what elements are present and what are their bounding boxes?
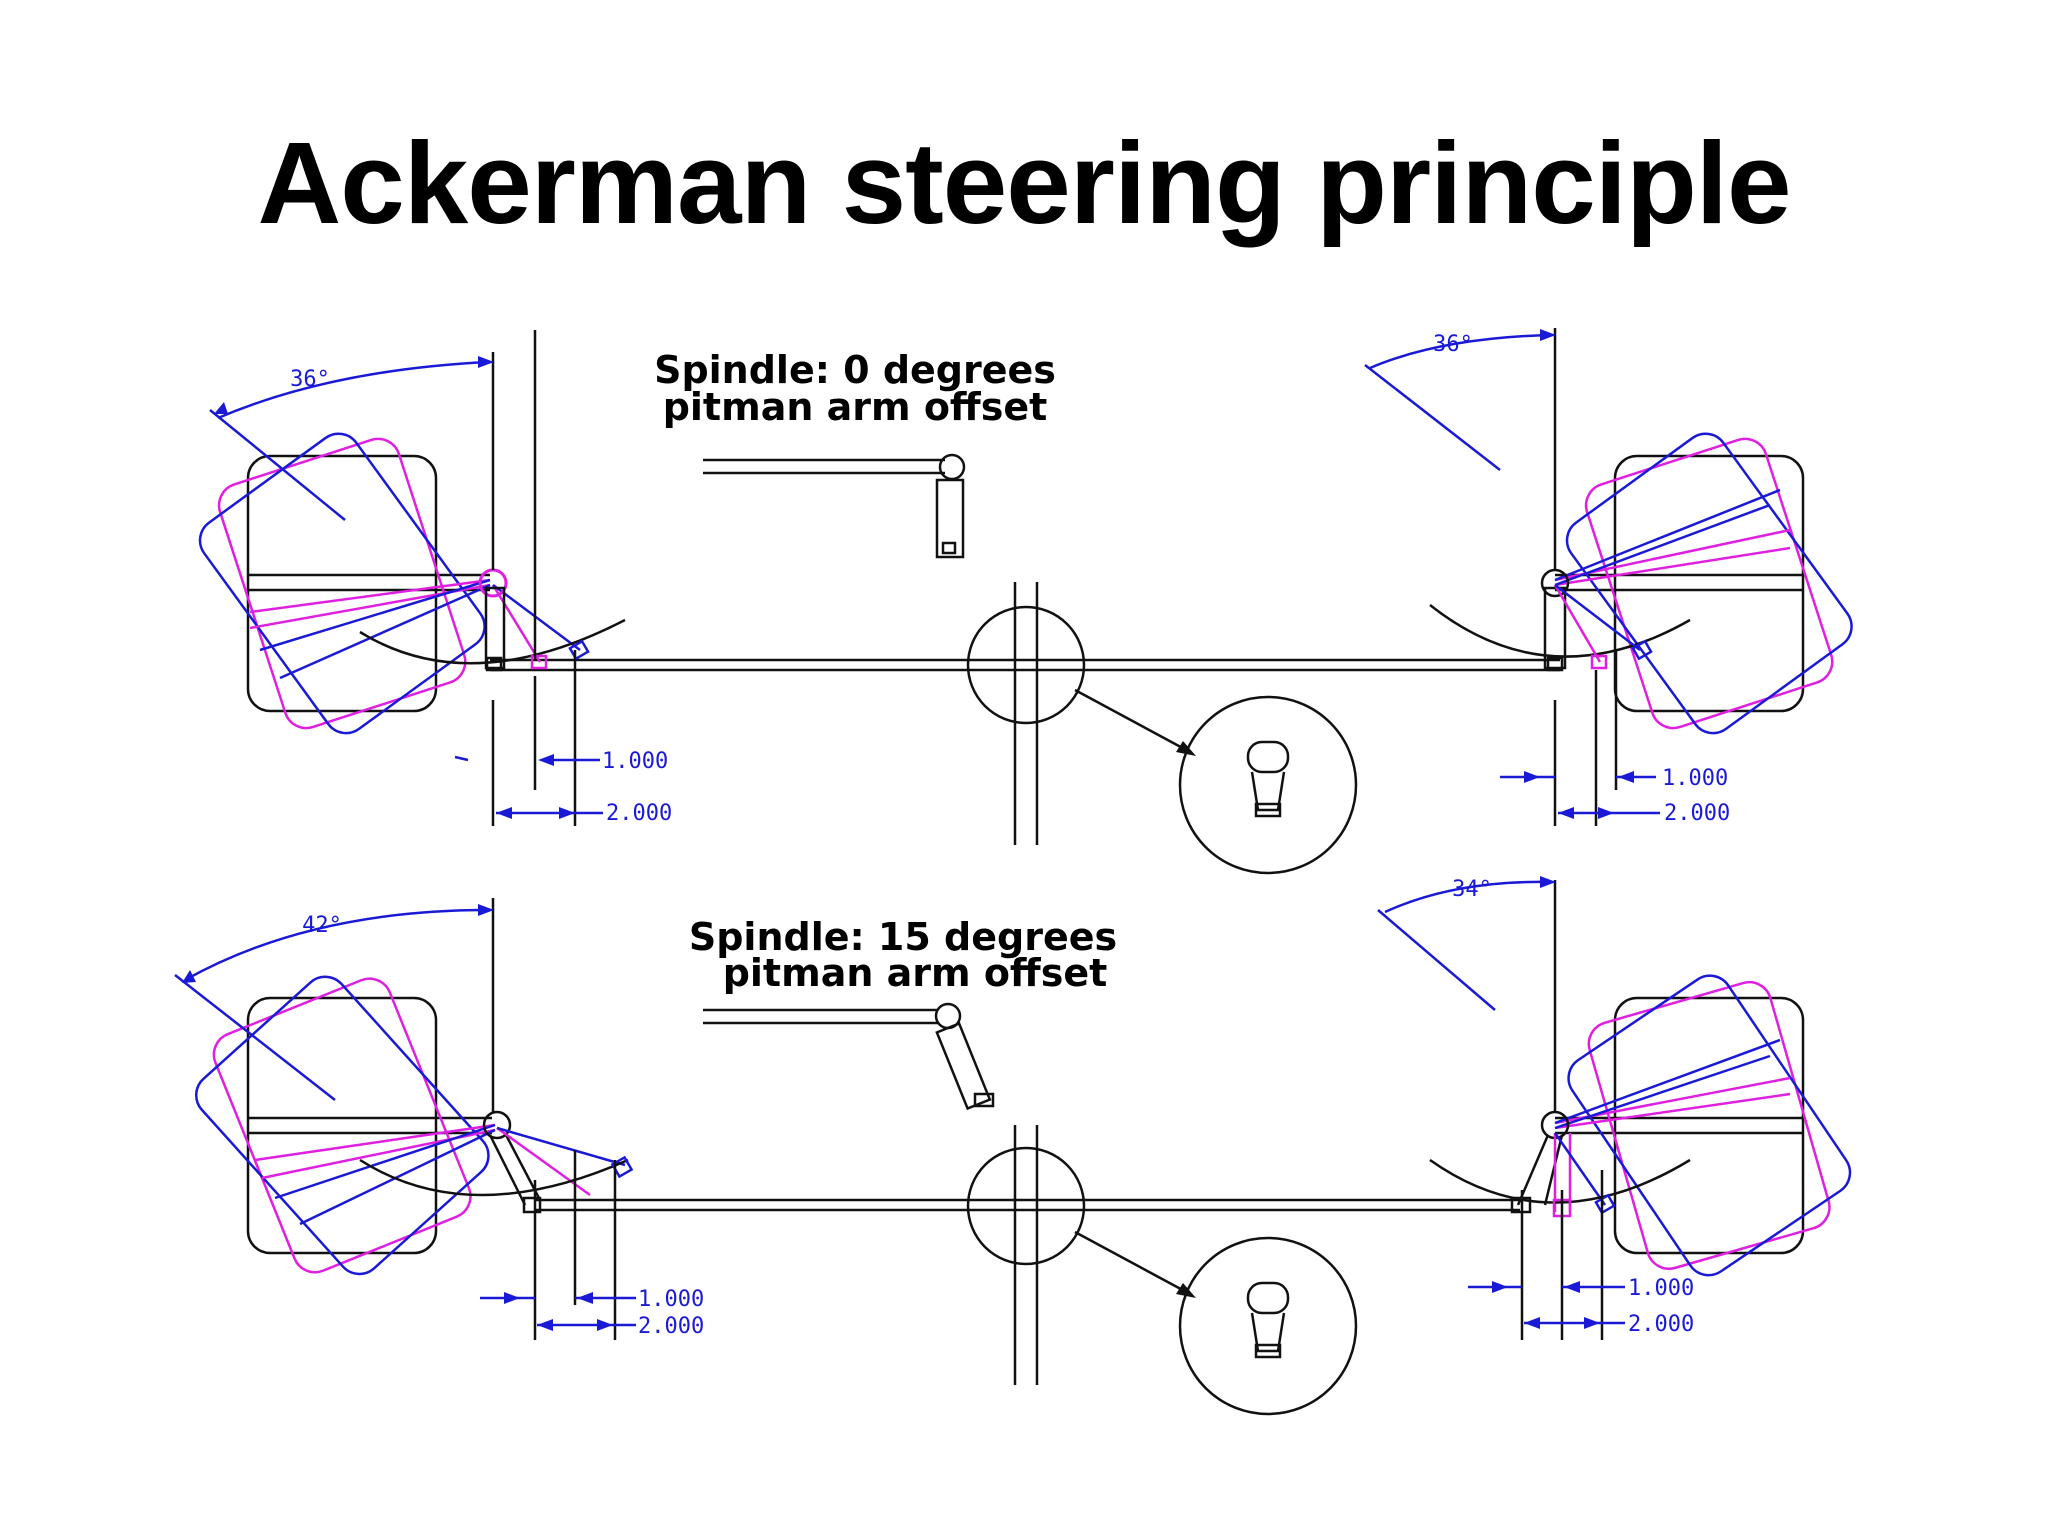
right-wheel-1: [1429, 328, 1853, 826]
slide-title: Ackerman steering principle: [257, 118, 1791, 248]
panel-2-caption-line2: pitman arm offset: [723, 951, 1108, 995]
left-wheel-1: [198, 330, 626, 826]
left-angle-label-1: 36°: [290, 367, 330, 392]
pitman-arm-straight: [703, 453, 966, 559]
left-dim-small-2: 1.000: [638, 1287, 704, 1312]
right-angle-label-1: 36°: [1433, 332, 1473, 357]
left-offset-dimensions-1: 1.000 2.000: [454, 749, 672, 826]
steering-column-1: [966, 582, 1358, 875]
right-angle-label-2: 34°: [1452, 877, 1492, 902]
right-offset-dimensions-2: 1.000 2.000: [1468, 1276, 1694, 1337]
right-wheel-2: [1429, 880, 1852, 1340]
panel-0-degrees: Spindle: 0 degrees pitman arm offset: [198, 328, 1853, 875]
right-angle-dimension-1: 36°: [1364, 329, 1556, 471]
left-offset-dimensions-2: 1.000 2.000: [480, 1287, 704, 1339]
steering-column-2: [966, 1125, 1358, 1416]
left-angle-label-2: 42°: [302, 913, 342, 938]
panel-1-caption-line1: Spindle: 0 degrees: [654, 348, 1056, 392]
right-dim-small-1: 1.000: [1662, 766, 1728, 791]
panel-1-caption-line2: pitman arm offset: [663, 385, 1048, 429]
left-dim-small-1: 1.000: [602, 749, 668, 774]
right-dim-large-1: 2.000: [1664, 801, 1730, 826]
right-offset-dimensions-1: 1.000 2.000: [1500, 766, 1730, 826]
right-dim-large-2: 2.000: [1628, 1312, 1694, 1337]
left-angle-dimension-2: 42°: [174, 904, 494, 1101]
left-dim-large-1: 2.000: [606, 801, 672, 826]
pitman-arm-angled: [703, 1002, 995, 1111]
left-dim-large-2: 2.000: [638, 1314, 704, 1339]
panel-2-caption-line1: Spindle: 15 degrees: [689, 915, 1117, 959]
right-angle-dimension-2: 34°: [1377, 876, 1556, 1011]
right-dim-small-2: 1.000: [1628, 1276, 1694, 1301]
left-wheel-2: [194, 898, 634, 1340]
panel-15-degrees: Spindle: 15 degrees pitman arm offset: [174, 876, 1852, 1416]
left-angle-dimension-1: 36°: [209, 356, 494, 521]
